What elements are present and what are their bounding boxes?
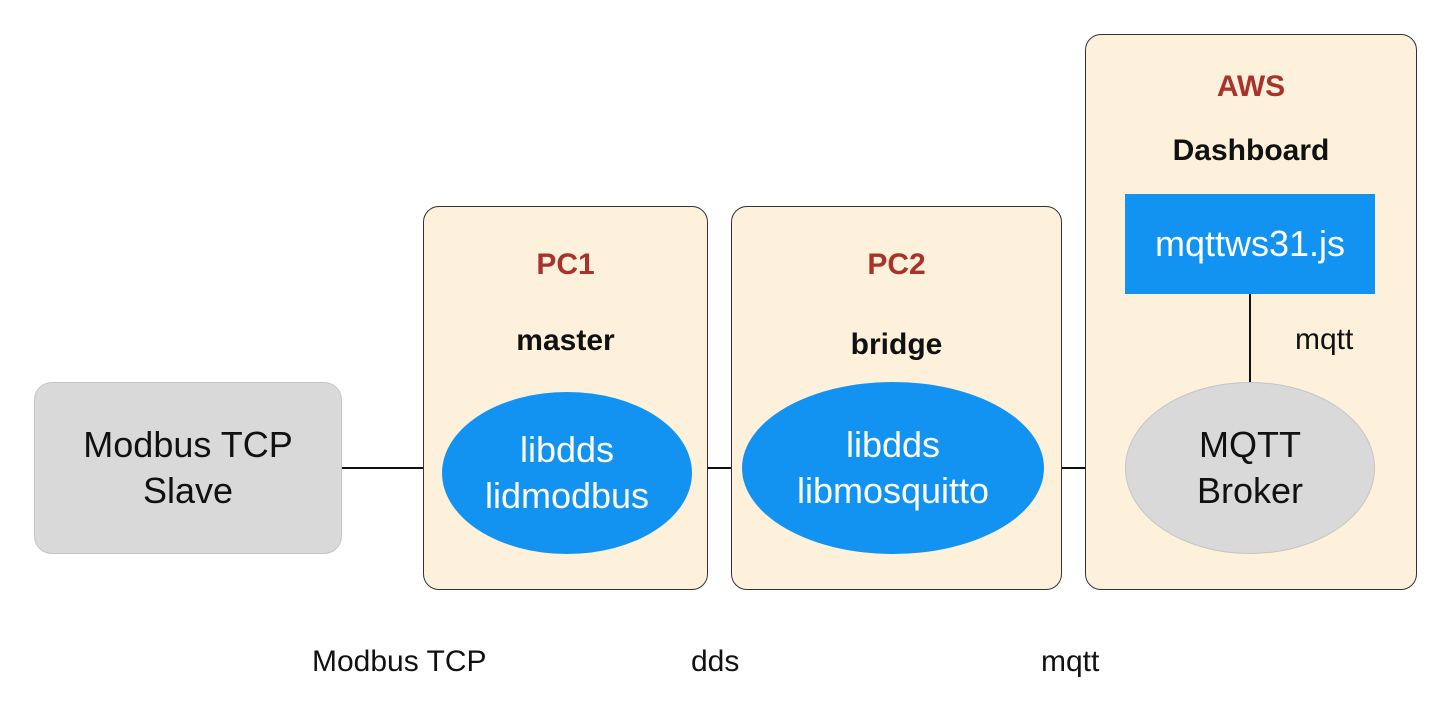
modbus-tcp-slave-node: Modbus TCP Slave xyxy=(34,382,342,554)
aws-title: AWS xyxy=(1216,70,1286,103)
pc2-title: PC2 xyxy=(867,248,926,281)
pc1-lib-lidmodbus: lidmodbus xyxy=(484,475,650,516)
mqttws31-client-box: mqttws31.js xyxy=(1125,194,1375,294)
protocol-label-mqtt: mqtt xyxy=(1041,645,1100,678)
protocol-label-dds: dds xyxy=(691,645,740,678)
pc1-lib-libdds: libdds xyxy=(519,429,615,470)
mqttws31-client-label: mqttws31.js xyxy=(1154,223,1346,264)
dashboard-broker-link-line xyxy=(1249,294,1251,384)
mqtt-broker-ellipse: MQTT Broker xyxy=(1125,382,1375,554)
aws-role: Dashboard xyxy=(1172,134,1330,167)
slave-label-line1: Modbus TCP xyxy=(83,424,293,465)
modbus-link-line xyxy=(341,467,446,469)
broker-label-line1: MQTT xyxy=(1199,424,1301,465)
pc2-role: bridge xyxy=(850,328,943,361)
pc1-title: PC1 xyxy=(536,248,595,281)
pc2-libraries-ellipse: libdds libmosquitto xyxy=(742,382,1044,554)
slave-label-line2: Slave xyxy=(142,470,234,511)
pc2-lib-libdds: libdds xyxy=(845,424,941,465)
pc1-role: master xyxy=(516,324,615,357)
dashboard-mqtt-label: mqtt xyxy=(1295,323,1354,356)
pc1-libraries-ellipse: libdds lidmodbus xyxy=(442,392,692,554)
dds-link-line xyxy=(690,467,745,469)
broker-label-line2: Broker xyxy=(1196,470,1304,511)
protocol-label-modbus-tcp: Modbus TCP xyxy=(312,645,487,678)
pc2-lib-libmosquitto: libmosquitto xyxy=(796,470,990,511)
